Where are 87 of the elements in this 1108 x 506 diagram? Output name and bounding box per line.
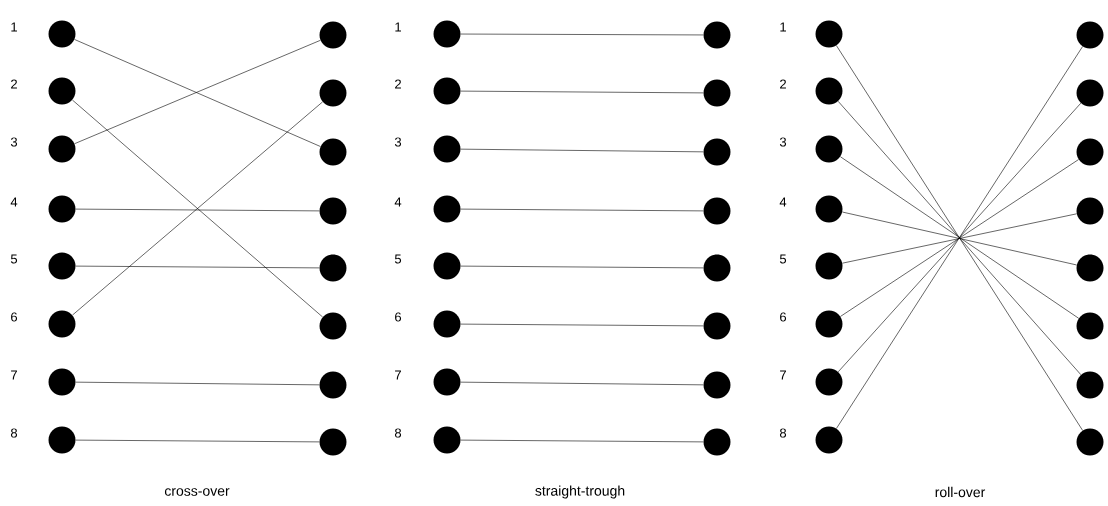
pin-dot [48, 426, 76, 454]
pin-dot [433, 310, 461, 338]
pin-dot [815, 77, 843, 105]
wire-line [460, 208, 704, 212]
pin-dot [1076, 138, 1104, 166]
pin-dot [815, 252, 843, 280]
wire-line [460, 90, 704, 94]
wire-line [460, 148, 704, 153]
pin-dot [48, 195, 76, 223]
pin-number: 8 [779, 428, 787, 438]
pin-dot [319, 428, 347, 456]
pin-dot [433, 426, 461, 454]
wire-line [75, 208, 320, 212]
pin-dot [703, 21, 731, 49]
pin-dot [703, 79, 731, 107]
pin-dot [1076, 371, 1104, 399]
pin-number: 6 [11, 312, 18, 322]
pin-dot [1076, 428, 1104, 456]
pin-number: 6 [780, 312, 787, 322]
pin-number: 3 [394, 137, 402, 147]
pin-dot [1076, 197, 1104, 225]
pin-dot [48, 368, 76, 396]
pin-dot [433, 252, 461, 280]
pin-dot [319, 312, 347, 340]
pin-dot [815, 20, 843, 48]
pin-dot [433, 77, 461, 105]
pin-number: 8 [394, 428, 402, 438]
pin-dot [703, 312, 731, 340]
pin-dot [319, 197, 347, 225]
pin-dot [433, 368, 461, 396]
pin-number: 5 [779, 254, 787, 264]
pin-number: 3 [779, 137, 787, 147]
pin-dot [703, 254, 731, 282]
pin-number: 7 [780, 370, 786, 380]
pin-dot [815, 368, 843, 396]
wire-line [460, 265, 704, 269]
pin-dot [319, 371, 347, 399]
pin-dot [815, 135, 843, 163]
pin-number: 4 [10, 197, 18, 207]
pin-number: 7 [11, 370, 17, 380]
wire-line [460, 439, 704, 443]
panel-caption: cross-over [164, 488, 230, 496]
pin-number: 4 [394, 197, 402, 207]
pin-dot [433, 195, 461, 223]
pin-dot [1076, 21, 1104, 49]
pin-dot [1076, 254, 1104, 282]
pin-dot [433, 135, 461, 163]
pin-number: 3 [10, 137, 18, 147]
pin-dot [1076, 312, 1104, 340]
pin-dot [815, 426, 843, 454]
panel-caption: straight-trough [535, 485, 625, 499]
panel-caption: roll-over [935, 486, 986, 498]
pin-dot [319, 254, 347, 282]
pin-dot [703, 371, 731, 399]
pin-number: 5 [394, 254, 402, 264]
pin-number: 2 [395, 79, 401, 89]
pin-dot [815, 195, 843, 223]
pin-dot [319, 79, 347, 107]
pin-number: 8 [10, 428, 18, 438]
pin-number: 2 [11, 79, 17, 89]
pin-dot [48, 77, 76, 105]
wire-line [460, 381, 704, 386]
pin-number: 6 [395, 312, 402, 322]
pin-dot [319, 21, 347, 49]
pin-dot [703, 428, 731, 456]
wire-line [75, 381, 320, 386]
pin-dot [703, 197, 731, 225]
wire-line [75, 265, 320, 269]
pin-dot [703, 138, 731, 166]
wire-line [75, 439, 320, 443]
pin-number: 4 [779, 197, 787, 207]
pin-number: 2 [780, 79, 786, 89]
pin-number: 1 [11, 22, 17, 32]
pin-dot [48, 20, 76, 48]
pin-number: 7 [395, 370, 401, 380]
pin-dot [48, 135, 76, 163]
pin-number: 1 [395, 22, 401, 32]
wire-line [460, 323, 704, 327]
pin-dot [319, 138, 347, 166]
pin-dot [1076, 79, 1104, 107]
wire-line [460, 33, 704, 36]
pin-dot [433, 20, 461, 48]
pin-number: 5 [10, 254, 18, 264]
pin-dot [48, 252, 76, 280]
pin-dot [48, 310, 76, 338]
pin-dot [815, 310, 843, 338]
pin-number: 1 [780, 22, 786, 32]
